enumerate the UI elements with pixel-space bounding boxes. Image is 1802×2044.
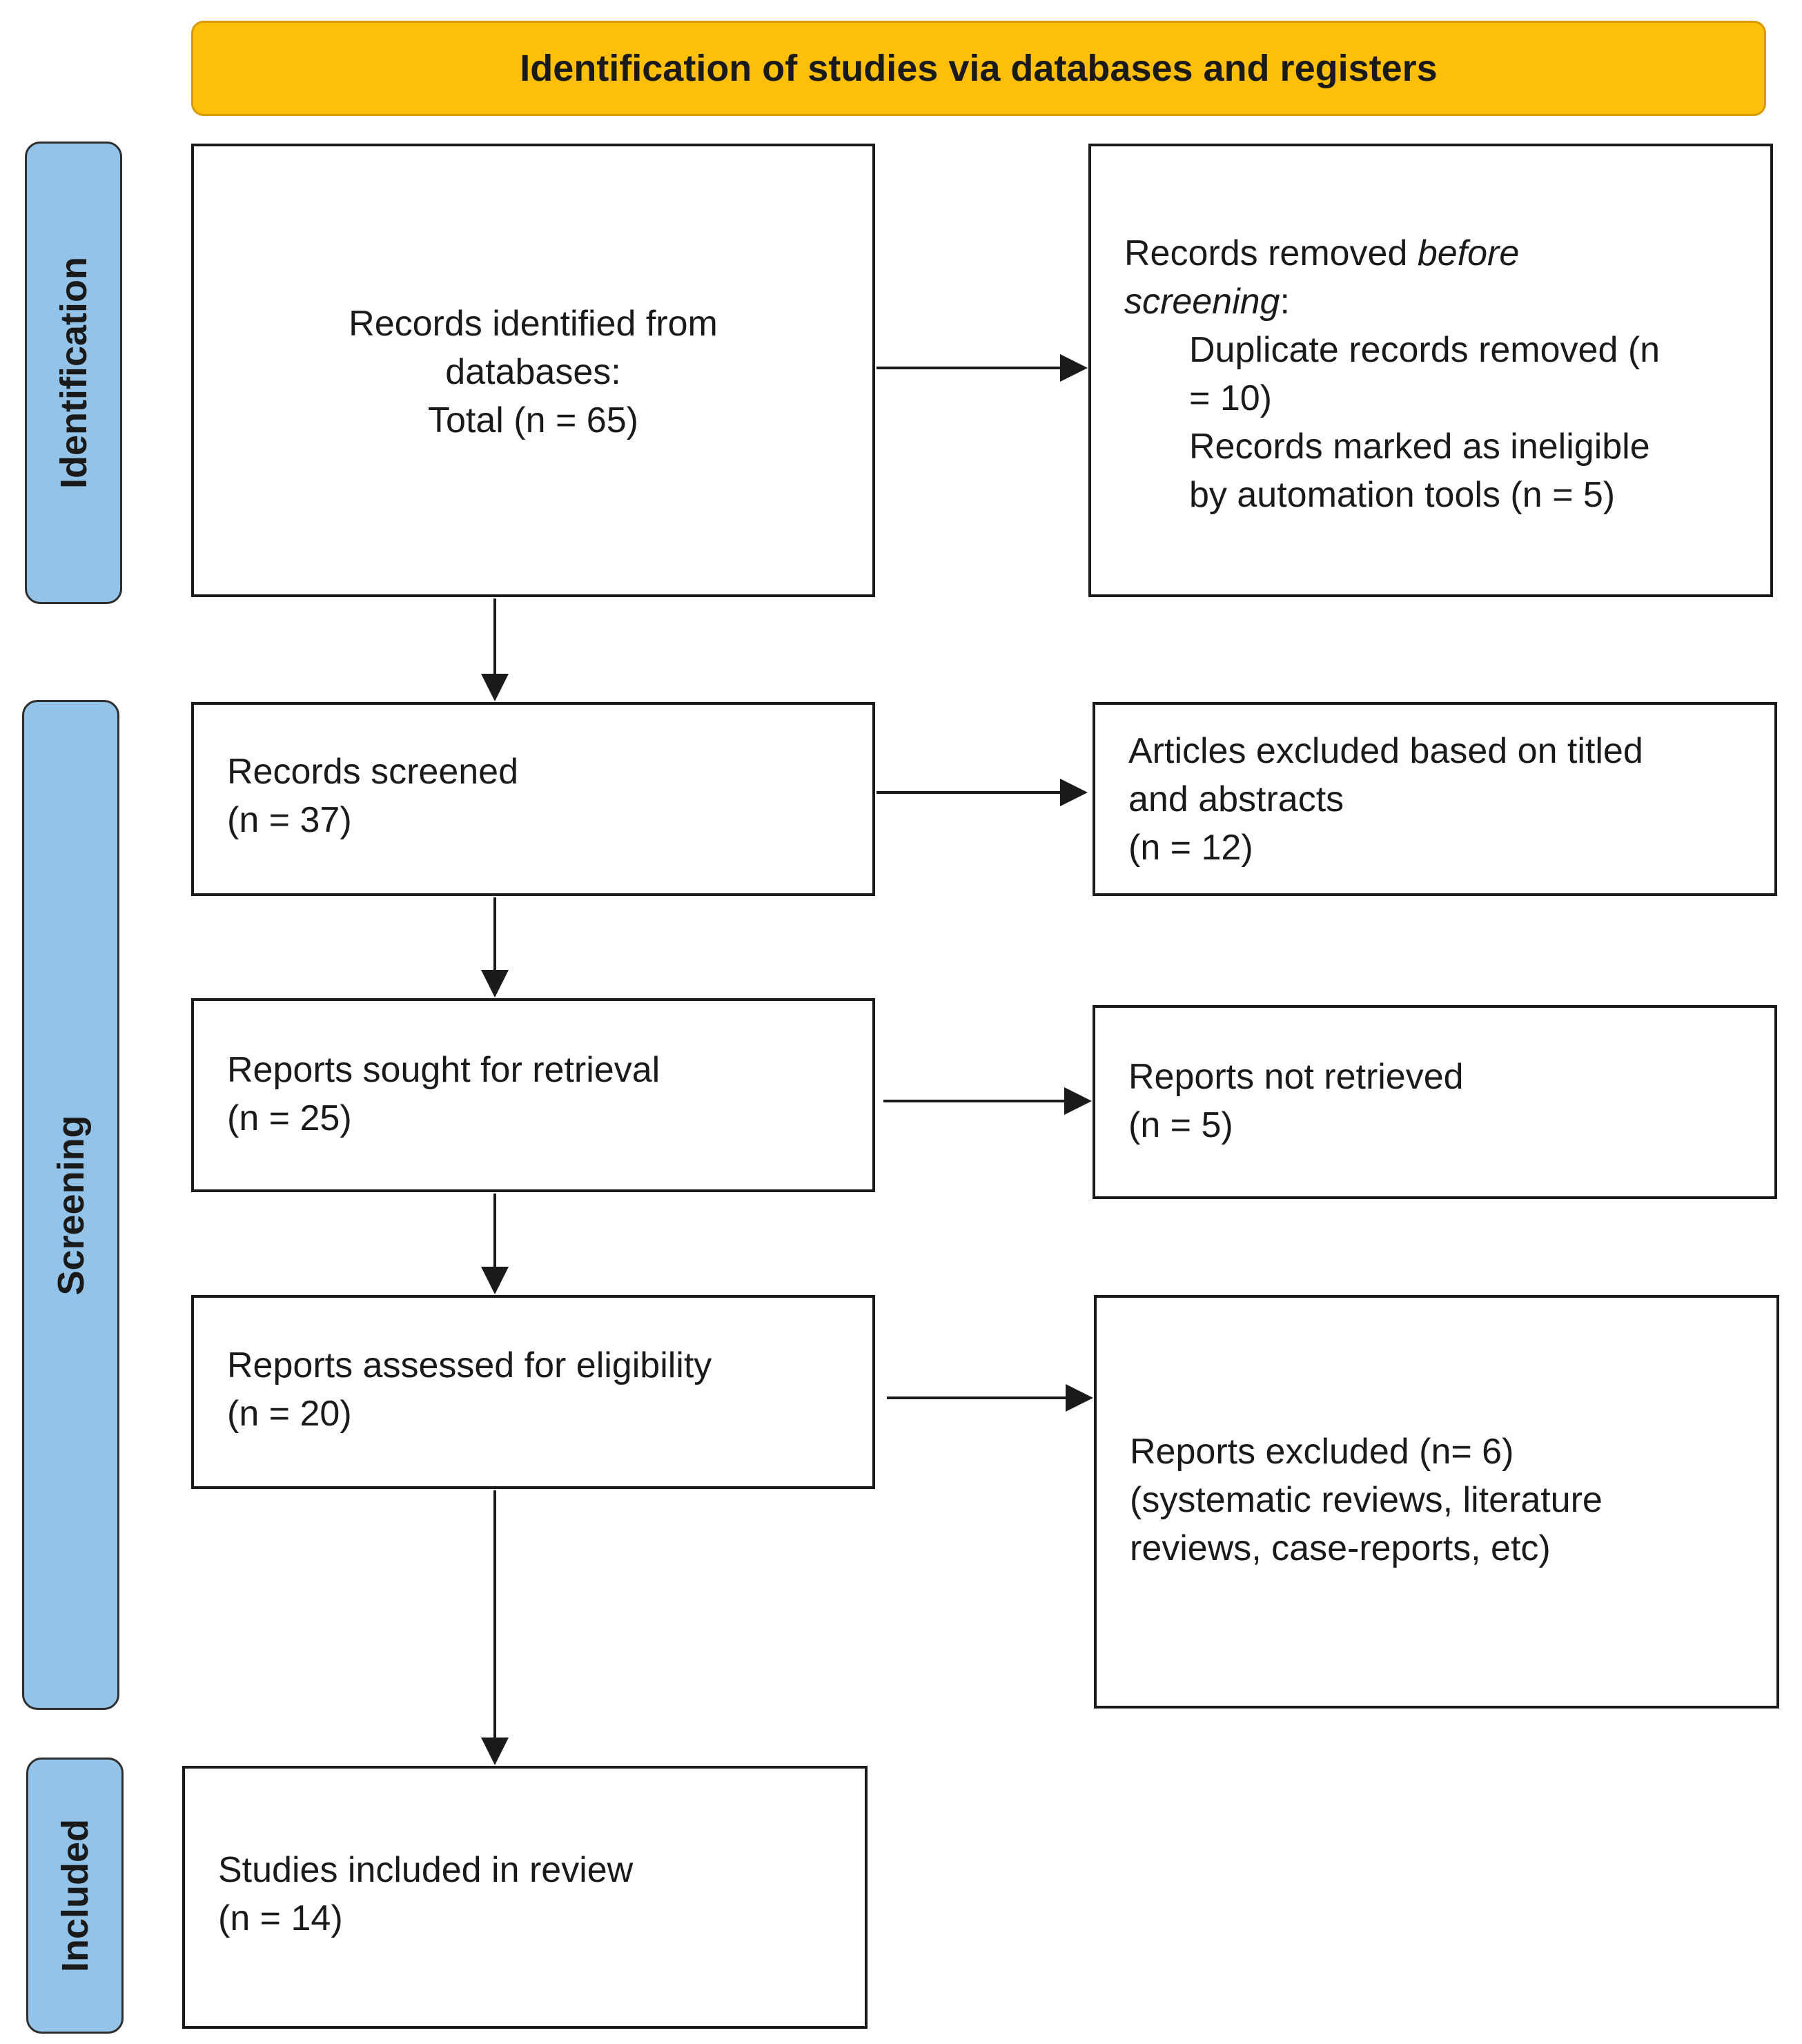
studies-included-box: Studies included in review (n = 14): [182, 1766, 868, 2029]
records-identified-line-3: Total (n = 65): [428, 400, 638, 440]
records-removed-line-4: by automation tools (n = 5): [1189, 475, 1616, 515]
section-header-title: Identification of studies via databases …: [520, 48, 1438, 89]
reports-assessed-line-1: Reports assessed for eligibility: [227, 1345, 712, 1385]
reports-assessed-line-2: (n = 20): [227, 1394, 352, 1434]
studies-included-line-1: Studies included in review: [218, 1850, 634, 1890]
reports-assessed-box: Reports assessed for eligibility (n = 20…: [191, 1295, 875, 1489]
studies-included-text: Studies included in review (n = 14): [218, 1846, 633, 1943]
reports-sought-box: Reports sought for retrieval (n = 25): [191, 998, 875, 1192]
articles-excluded-line-3: (n = 12): [1128, 828, 1253, 868]
articles-excluded-line-2: and abstracts: [1128, 779, 1344, 819]
reports-sought-line-1: Reports sought for retrieval: [227, 1050, 660, 1090]
records-screened-line-2: (n = 37): [227, 800, 352, 840]
studies-included-line-2: (n = 14): [218, 1898, 343, 1938]
records-screened-line-1: Records screened: [227, 752, 518, 792]
records-removed-line-2: = 10): [1189, 378, 1272, 418]
records-identified-line-2: databases:: [445, 352, 621, 392]
reports-not-retrieved-line-2: (n = 5): [1128, 1105, 1233, 1145]
section-header-banner: Identification of studies via databases …: [191, 21, 1766, 116]
reports-excluded-box: Reports excluded (n= 6) (systematic revi…: [1094, 1295, 1779, 1709]
reports-excluded-line-2: (systematic reviews, literature: [1130, 1480, 1603, 1520]
articles-excluded-box: Articles excluded based on titled and ab…: [1093, 702, 1777, 896]
reports-excluded-line-1: Reports excluded (n= 6): [1130, 1432, 1514, 1472]
reports-assessed-text: Reports assessed for eligibility (n = 20…: [227, 1341, 712, 1438]
phase-screening: Screening: [22, 700, 119, 1710]
records-removed-heading-line-1: Records removed before: [1124, 229, 1660, 278]
reports-not-retrieved-box: Reports not retrieved (n = 5): [1093, 1005, 1777, 1199]
reports-sought-text: Reports sought for retrieval (n = 25): [227, 1046, 660, 1142]
articles-excluded-text: Articles excluded based on titled and ab…: [1128, 727, 1643, 872]
records-removed-box: Records removed before screening: Duplic…: [1088, 144, 1773, 597]
records-removed-line-1: Duplicate records removed (n: [1189, 330, 1661, 370]
records-screened-text: Records screened (n = 37): [227, 748, 518, 844]
reports-excluded-line-3: reviews, case-reports, etc): [1130, 1528, 1551, 1568]
records-identified-line-1: Records identified from: [349, 304, 718, 344]
reports-not-retrieved-text: Reports not retrieved (n = 5): [1128, 1053, 1464, 1149]
records-identified-text: Records identified from databases: Total…: [194, 300, 872, 445]
reports-not-retrieved-line-1: Reports not retrieved: [1128, 1057, 1464, 1097]
phase-identification: Identification: [25, 142, 122, 604]
phase-included: Included: [26, 1758, 124, 2034]
reports-sought-line-2: (n = 25): [227, 1098, 352, 1138]
records-removed-heading: Records removed: [1124, 233, 1418, 273]
records-removed-heading-line-2: screening:: [1124, 278, 1660, 326]
records-screened-box: Records screened (n = 37): [191, 702, 875, 896]
records-removed-text: Records removed before screening: Duplic…: [1124, 229, 1660, 519]
reports-excluded-text: Reports excluded (n= 6) (systematic revi…: [1130, 1428, 1603, 1573]
records-identified-box: Records identified from databases: Total…: [191, 144, 875, 597]
articles-excluded-line-1: Articles excluded based on titled: [1128, 731, 1643, 771]
records-removed-heading-colon: :: [1280, 282, 1290, 322]
records-removed-heading-italic-2: screening: [1124, 282, 1280, 322]
records-removed-heading-italic: before: [1417, 233, 1520, 273]
records-removed-line-3: Records marked as ineligible: [1189, 427, 1650, 467]
